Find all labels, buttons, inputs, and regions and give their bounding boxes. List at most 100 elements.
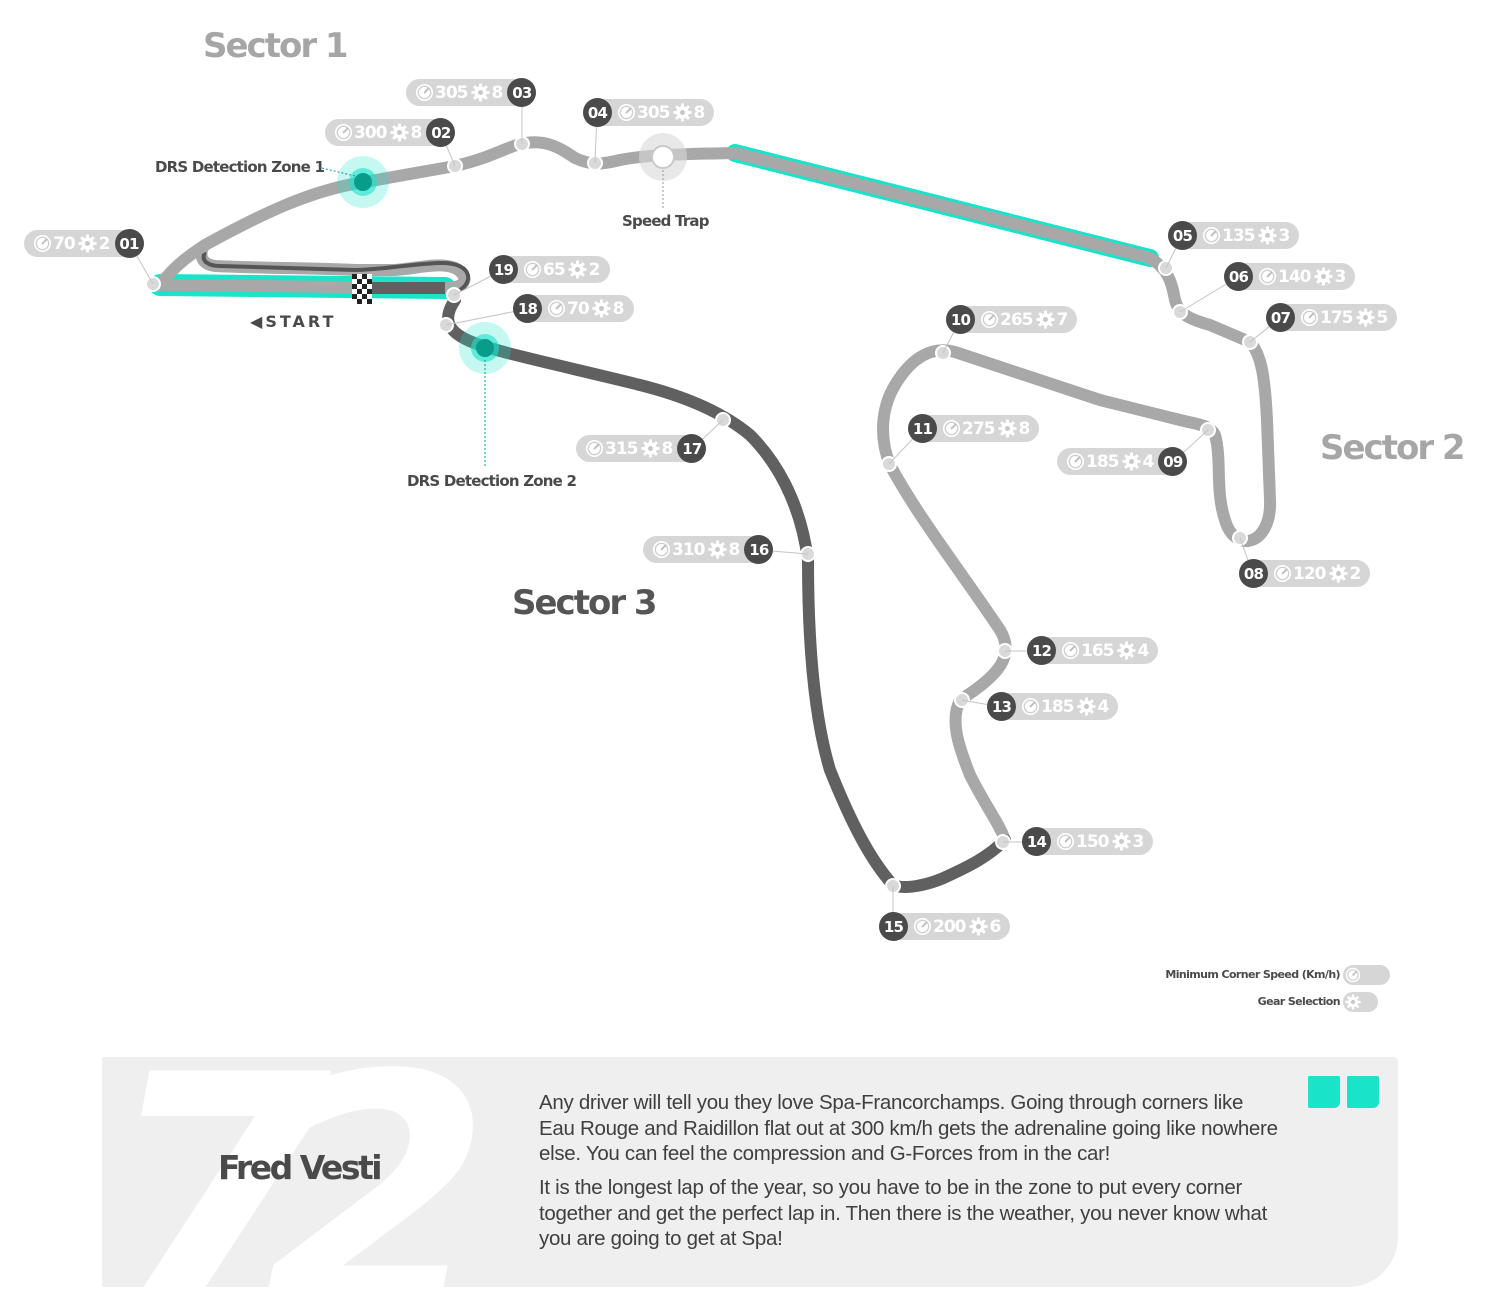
start-text: START — [265, 312, 337, 331]
corner-gear: 5 — [1376, 307, 1389, 328]
corner-min-speed: 305 — [637, 102, 670, 123]
gear-icon — [672, 103, 692, 122]
start-arrow-icon: ◀ — [250, 312, 266, 331]
corner-gear: 4 — [1097, 696, 1110, 717]
corner-gear: 6 — [989, 916, 1002, 937]
speedometer-icon — [1258, 267, 1277, 286]
corner-min-speed: 315 — [605, 438, 638, 459]
corner-gear: 3 — [1334, 266, 1347, 287]
corner-gear: 2 — [98, 233, 111, 254]
start-label: ◀START — [250, 312, 336, 331]
corner-info-15: 15 200 6 — [879, 912, 1011, 941]
speedometer-icon — [334, 123, 353, 142]
corner-number-badge: 10 — [946, 305, 975, 334]
corner-number-badge: 15 — [879, 912, 908, 941]
sector-3-title: Sector 3 — [512, 583, 658, 623]
gear-icon — [1111, 832, 1131, 851]
track-sector-1-return — [154, 239, 211, 291]
gear-icon — [1328, 564, 1348, 583]
corner-min-speed: 185 — [1086, 451, 1119, 472]
corner-gear: 8 — [728, 539, 741, 560]
corner-gear: 8 — [410, 122, 423, 143]
gear-icon — [470, 83, 490, 102]
corner-gear: 8 — [612, 298, 625, 319]
corner-min-speed: 150 — [1076, 831, 1109, 852]
speedometer-icon — [547, 299, 566, 318]
legend-min-speed-label: Minimum Corner Speed (Km/h) — [1165, 968, 1340, 981]
corner-min-speed: 70 — [53, 233, 76, 254]
corner-gear: 8 — [1018, 418, 1031, 439]
sector-1-title: Sector 1 — [203, 26, 349, 66]
legend-gear-label: Gear Selection — [1257, 995, 1341, 1008]
corner-number-badge: 17 — [677, 434, 707, 463]
quote-mark-icon — [1308, 1076, 1340, 1108]
corner-min-speed: 140 — [1278, 266, 1311, 287]
track-start-loop-inner — [201, 251, 471, 292]
corner-min-speed: 65 — [543, 259, 566, 280]
drs-detection-point-2 — [459, 322, 511, 468]
corner-number-badge: 16 — [744, 535, 774, 564]
gear-icon — [640, 439, 660, 458]
gear-icon — [1116, 641, 1136, 660]
gear-icon — [1076, 697, 1096, 716]
corner-number-badge: 08 — [1239, 559, 1268, 588]
corner-min-speed: 300 — [354, 122, 387, 143]
corner-min-speed: 135 — [1222, 225, 1255, 246]
speedometer-icon — [1202, 226, 1221, 245]
drs-detection-point-1 — [321, 156, 389, 208]
speedometer-icon — [942, 419, 961, 438]
corner-min-speed: 120 — [1293, 563, 1326, 584]
gear-icon — [997, 419, 1017, 438]
corner-gear: 7 — [1056, 309, 1069, 330]
speedometer-icon — [33, 234, 52, 253]
corner-min-speed: 265 — [1000, 309, 1033, 330]
corner-number-badge: 03 — [507, 78, 537, 107]
corner-info-06: 06 140 3 — [1224, 262, 1356, 291]
speedometer-icon — [980, 310, 999, 329]
corner-number-badge: 07 — [1266, 303, 1295, 332]
corner-gear: 8 — [661, 438, 674, 459]
speedometer-icon — [1300, 308, 1319, 327]
corner-number-badge: 19 — [489, 255, 518, 284]
corner-min-speed: 305 — [435, 82, 468, 103]
speedometer-icon — [1056, 832, 1075, 851]
gear-icon — [707, 540, 727, 559]
gear-icon — [592, 299, 611, 318]
speedometer-icon — [913, 917, 932, 936]
speed-trap-label: Speed Trap — [622, 212, 710, 230]
corner-info-10: 10 265 7 — [946, 305, 1078, 334]
corner-number-badge: 11 — [908, 414, 937, 443]
corner-number-badge: 05 — [1168, 221, 1197, 250]
speedometer-icon — [585, 439, 604, 458]
corner-number-badge: 02 — [426, 118, 456, 147]
corner-min-speed: 275 — [962, 418, 995, 439]
corner-min-speed: 200 — [933, 916, 966, 937]
quote-mark-icon — [1347, 1076, 1379, 1108]
corner-number-badge: 14 — [1022, 827, 1051, 856]
corner-number-badge: 01 — [114, 229, 144, 258]
corner-info-11: 11 275 8 — [908, 414, 1040, 443]
corner-min-speed: 185 — [1041, 696, 1074, 717]
speedometer-icon — [652, 540, 671, 559]
corner-gear: 8 — [693, 102, 706, 123]
speedometer-icon — [1021, 697, 1040, 716]
drs-detection-zone-1-label: DRS Detection Zone 1 — [155, 158, 325, 176]
sector-2-title: Sector 2 — [1320, 428, 1466, 468]
quote-paragraph-2: It is the longest lap of the year, so yo… — [539, 1176, 1268, 1250]
speedometer-icon — [415, 83, 434, 102]
corner-gear: 4 — [1142, 451, 1155, 472]
corner-min-speed: 70 — [567, 298, 590, 319]
corner-gear: 2 — [588, 259, 601, 280]
corner-number-badge: 06 — [1224, 262, 1253, 291]
corner-gear: 4 — [1137, 640, 1150, 661]
quote-paragraph-1: Any driver will tell you they love Spa-F… — [539, 1091, 1278, 1165]
